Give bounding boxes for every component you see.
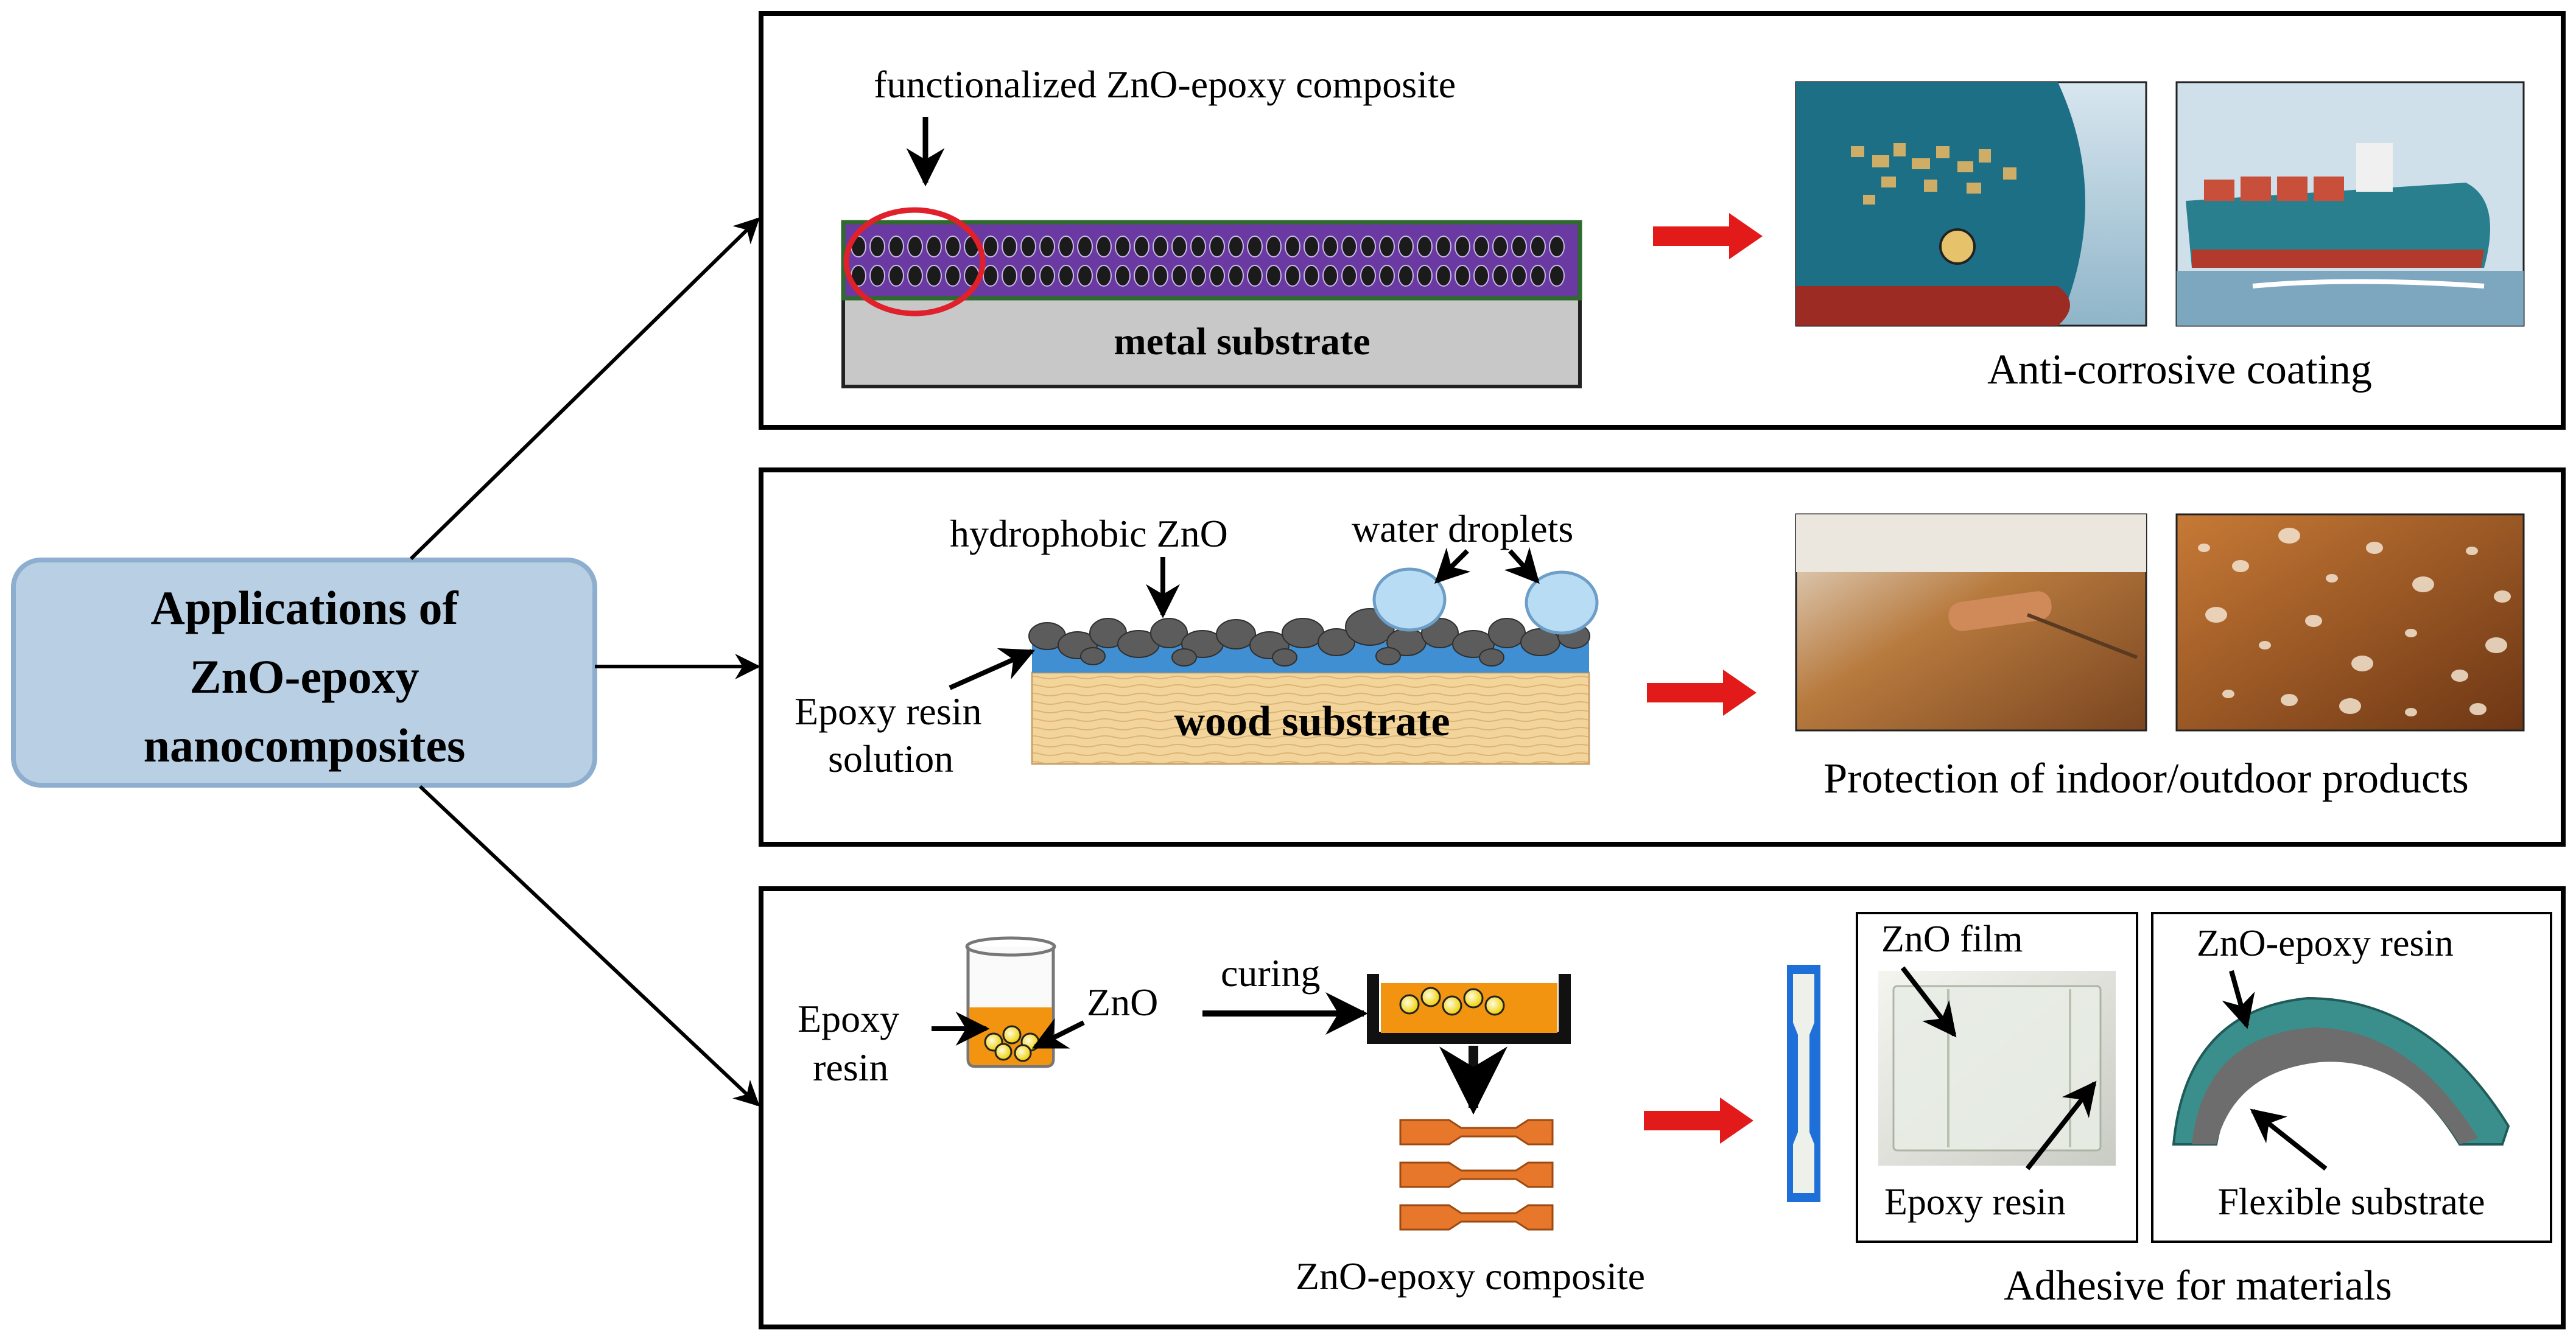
label-water-droplets: water droplets xyxy=(1352,507,1573,550)
center-title-line2: ZnO-epoxy xyxy=(189,650,419,703)
dogbone-specimens xyxy=(1399,1119,1554,1231)
wood-floor-photo xyxy=(1795,513,2147,732)
panel-anti-corrosive: functionalized ZnO-epoxy composite metal… xyxy=(759,11,2566,430)
label-epoxy-solution: solution xyxy=(828,737,953,780)
zno-particles xyxy=(1028,608,1590,667)
panel-protection: wood substrate hydrophobic ZnO water d xyxy=(759,467,2566,847)
label-resin: resin xyxy=(813,1046,888,1089)
beaker xyxy=(965,936,1056,1068)
caption-protection: Protection of indoor/outdoor products xyxy=(1823,755,2469,802)
caption-adhesive: Adhesive for materials xyxy=(2004,1262,2392,1309)
specimen-strip xyxy=(1787,965,1820,1202)
label-film-epoxy-resin: Epoxy resin xyxy=(1884,1181,2066,1223)
composite-coating xyxy=(841,220,1582,301)
label-epoxy-resin: Epoxy resin xyxy=(795,690,982,733)
label-zno-film: ZnO film xyxy=(1881,919,2023,960)
center-title-line1: Applications of xyxy=(151,581,459,634)
center-box: Applications of ZnO-epoxy nanocomposites xyxy=(11,558,597,788)
label-epoxy: Epoxy xyxy=(798,997,899,1040)
wood-substrate xyxy=(1031,671,1590,765)
connector-arrows xyxy=(409,217,761,1107)
arrow-to-panel3 xyxy=(418,785,760,1107)
water-droplets xyxy=(1372,567,1599,635)
highlight-circle xyxy=(843,207,986,317)
label-arch-zno-epoxy: ZnO-epoxy resin xyxy=(2197,923,2454,964)
label-zno: ZnO xyxy=(1087,981,1158,1024)
label-curing: curing xyxy=(1221,951,1321,995)
label-flexible-substrate: Flexible substrate xyxy=(2217,1181,2485,1223)
label-hydrophobic-zno: hydrophobic ZnO xyxy=(950,512,1228,555)
water-on-wood-photo xyxy=(2175,513,2525,732)
wood-substrate-label: wood substrate xyxy=(1174,698,1450,745)
flexible-arch-box: ZnO-epoxy resin Flexible substrate xyxy=(2151,912,2552,1243)
red-arrow-1 xyxy=(1653,213,1763,259)
center-title-line3: nanocomposites xyxy=(144,719,466,772)
ship-photo-2 xyxy=(2175,81,2525,327)
label-functionalized-composite: functionalized ZnO-epoxy composite xyxy=(874,63,1456,106)
coating-particles xyxy=(851,236,1565,287)
metal-substrate xyxy=(841,296,1582,388)
red-arrow-2 xyxy=(1647,670,1757,716)
arrow-to-panel1 xyxy=(409,217,760,561)
ship-photo-1 xyxy=(1795,81,2147,327)
metal-substrate-label: metal substrate xyxy=(1114,320,1370,363)
zno-film-box: ZnO film Epoxy resin xyxy=(1856,912,2138,1243)
label-zno-epoxy-composite: ZnO-epoxy composite xyxy=(1296,1255,1645,1298)
panel-adhesive: Epoxy resin ZnO curing ZnO-epoxy composi… xyxy=(759,886,2566,1329)
curing-mold xyxy=(1367,974,1571,1044)
red-arrow-3 xyxy=(1644,1097,1753,1144)
caption-anti-corrosive: Anti-corrosive coating xyxy=(1987,346,2372,393)
